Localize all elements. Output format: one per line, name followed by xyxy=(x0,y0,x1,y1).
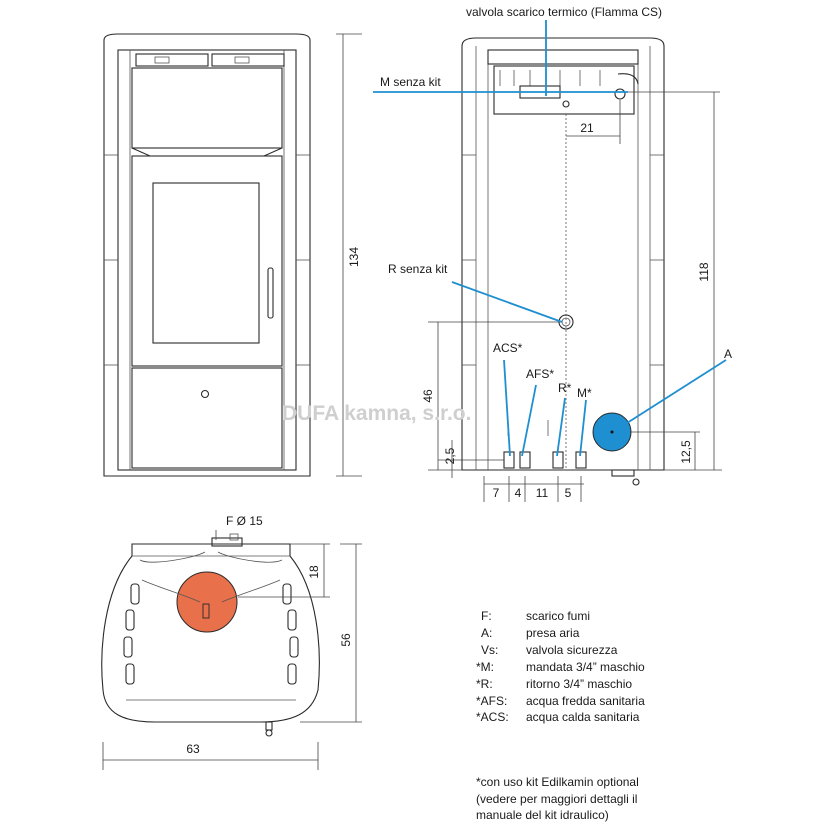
dim-5-label: 5 xyxy=(565,486,572,500)
dim-r-46: 46 xyxy=(421,321,560,471)
label-r: R* xyxy=(558,381,572,395)
label-m-senza-kit: M senza kit xyxy=(380,75,441,89)
legend-code-5: *AFS: xyxy=(476,694,507,708)
legend-code-3: *M: xyxy=(476,660,494,674)
label-a: A xyxy=(724,347,732,361)
dim-12-5-label: 12,5 xyxy=(679,440,693,464)
legend-text-2: valvola sicurezza xyxy=(526,643,618,657)
legend-text-3: mandata 3/4” maschio xyxy=(526,660,645,674)
dim-height-134: 134 xyxy=(336,33,362,477)
legend: F: scarico fumi A: presa aria Vs: valvol… xyxy=(476,609,645,724)
dim-21: 21 xyxy=(566,100,621,144)
label-valve: valvola scarico termico (Flamma CS) xyxy=(466,5,662,19)
dim-21-label: 21 xyxy=(580,121,594,135)
legend-code-2: Vs: xyxy=(481,643,498,657)
dim-right-118: 118 xyxy=(628,91,722,471)
dim-a-12-5: 12,5 xyxy=(630,431,700,470)
watermark: DUFA kamna, s.r.o. xyxy=(282,402,471,425)
footnote: *con uso kit Edilkamin optional (vedere … xyxy=(476,775,639,822)
note-line-3: manuale del kit idraulico) xyxy=(476,808,609,822)
dim-18-label: 18 xyxy=(307,565,321,579)
dim-134-label: 134 xyxy=(347,247,361,267)
legend-code-0: F: xyxy=(481,609,492,623)
dim-4-label: 4 xyxy=(515,486,522,500)
dim-11-label: 11 xyxy=(536,486,549,500)
dim-bottom-row: 7 4 11 5 xyxy=(483,476,584,502)
leader-lines xyxy=(373,20,727,457)
dim-118-label: 118 xyxy=(697,262,711,281)
note-line-2: (vedere per maggiori dettagli il xyxy=(476,792,637,806)
label-afs: AFS* xyxy=(526,367,554,381)
legend-code-4: *R: xyxy=(476,677,493,691)
legend-text-4: ritorno 3/4” maschio xyxy=(526,677,632,691)
dim-top-18: 18 xyxy=(238,543,330,598)
label-acs: ACS* xyxy=(493,341,523,355)
legend-text-0: scarico fumi xyxy=(526,609,590,623)
flue-outlet-F xyxy=(176,571,238,633)
dim-56-label: 56 xyxy=(339,633,353,647)
legend-text-6: acqua calda sanitaria xyxy=(526,710,640,724)
top-view xyxy=(101,533,320,737)
dim-width-63: 63 xyxy=(102,742,319,770)
note-line-1: *con uso kit Edilkamin optional xyxy=(476,775,639,789)
legend-text-5: acqua fredda sanitaria xyxy=(526,694,645,708)
rear-view xyxy=(461,37,665,486)
legend-code-6: *ACS: xyxy=(476,710,509,724)
label-m: M* xyxy=(577,386,592,400)
front-view xyxy=(103,33,311,477)
dim-base-2-5: 2,5 xyxy=(438,440,504,478)
dim-63-label: 63 xyxy=(186,742,200,756)
dim-46-label: 46 xyxy=(421,389,435,403)
legend-text-1: presa aria xyxy=(526,626,580,640)
label-r-senza-kit: R senza kit xyxy=(388,262,448,276)
dim-7-label: 7 xyxy=(493,486,500,500)
dim-2-5-label: 2,5 xyxy=(443,447,457,464)
dim-top-56: 56 xyxy=(300,543,362,723)
legend-code-1: A: xyxy=(481,626,492,640)
label-flue: F Ø 15 xyxy=(226,514,263,528)
